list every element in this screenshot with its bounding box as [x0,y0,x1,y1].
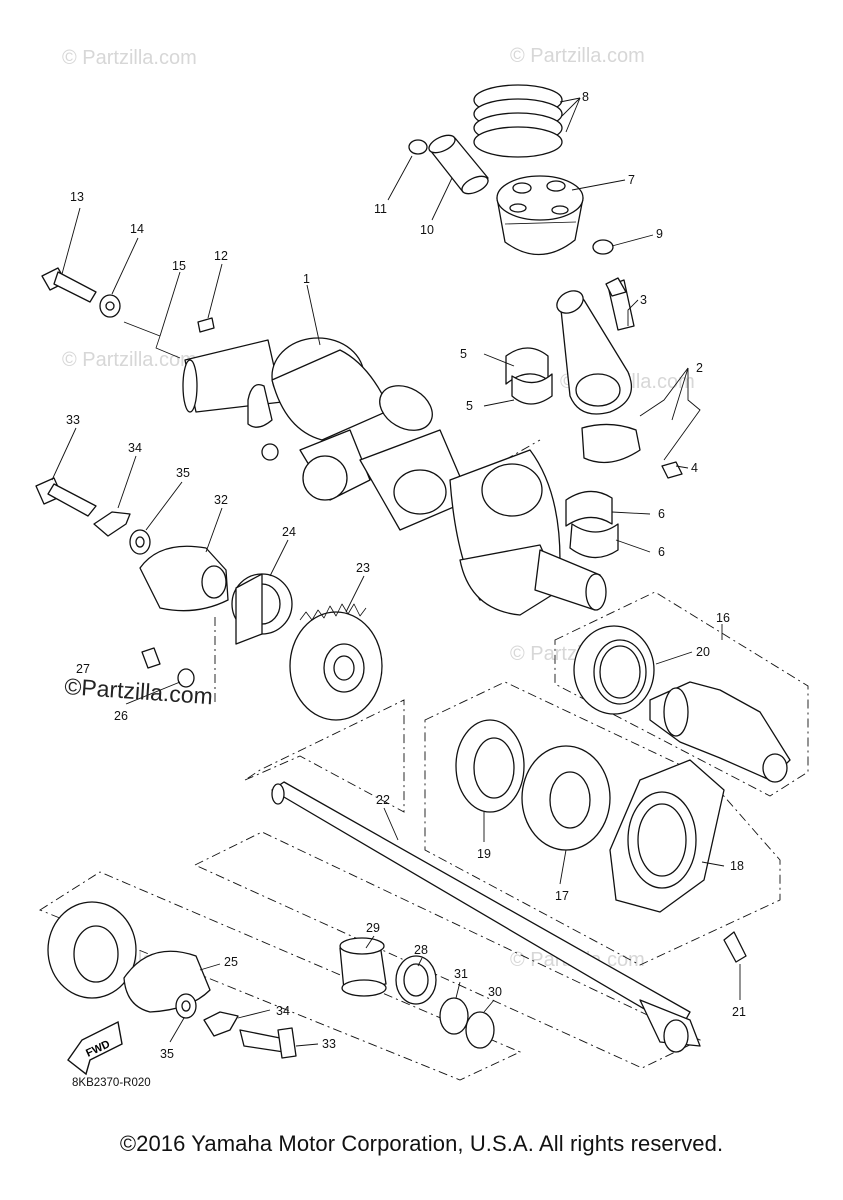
fwd-arrow-icon: FWD [67,1020,123,1076]
bolt-27[interactable] [141,647,161,669]
callout-19: 19 [477,847,491,861]
callout-24: 24 [282,525,296,539]
bolt-33-upper[interactable] [35,477,97,517]
drive-gear-23[interactable] [289,603,383,721]
lock-washer-34-upper[interactable] [93,511,131,537]
bolt-21[interactable] [723,931,747,963]
washer-26[interactable] [177,668,195,688]
bearing-24[interactable] [231,573,293,645]
callout-11: 11 [374,202,387,216]
rod-bolt-3[interactable] [605,277,635,331]
callout-35: 35 [160,1047,174,1061]
callout-31: 31 [454,967,468,981]
callout-2: 2 [696,361,703,375]
callout-23: 23 [356,561,370,575]
callout-26: 26 [114,709,128,723]
callout-34: 34 [276,1004,290,1018]
oil-seal-19[interactable] [455,719,525,813]
callout-25: 25 [224,955,238,969]
callout-16: 16 [716,611,730,625]
callout-10: 10 [420,223,434,237]
connecting-rod[interactable] [553,286,641,464]
bearing-17[interactable] [521,745,611,851]
main-bearing-6[interactable] [565,490,619,559]
balancer-weight-32[interactable] [139,545,229,612]
washer-14[interactable] [99,294,121,318]
callout-30: 30 [488,985,502,999]
callout-27: 27 [76,662,90,676]
callout-22: 22 [376,793,390,807]
needle-bearing-28[interactable] [395,955,437,1005]
callout-14: 14 [130,222,144,236]
callout-18: 18 [730,859,744,873]
lock-washer-34-lower[interactable] [203,1011,239,1037]
piston[interactable] [496,175,584,256]
copyright-notice: ©2016 Yamaha Motor Corporation, U.S.A. A… [119,1131,724,1156]
collar-29[interactable] [339,937,387,997]
gear-25[interactable] [47,901,211,1013]
bearing-housing-18[interactable] [609,759,725,913]
callout-33: 33 [322,1037,336,1051]
callout-34: 34 [128,441,142,455]
woodruff-key-12[interactable] [197,317,215,333]
washer-35-upper[interactable] [129,529,151,555]
collar-16[interactable] [649,681,791,783]
crankpin-bearing-5[interactable] [505,347,553,405]
callout-29: 29 [366,921,380,935]
callout-35: 35 [176,466,190,480]
oil-seal-20[interactable] [573,625,655,715]
callout-6: 6 [658,545,665,559]
callout-28: 28 [414,943,428,957]
callout-32: 32 [214,493,228,507]
callout-9: 9 [656,227,663,241]
callout-5: 5 [466,399,473,413]
rod-nut-4[interactable] [661,461,683,479]
circlip-31[interactable] [439,997,469,1035]
callout-21: 21 [732,1005,746,1019]
callout-20: 20 [696,645,710,659]
leader-lines [51,97,741,1047]
crank-bolt-13[interactable] [41,267,97,303]
callout-4: 4 [691,461,698,475]
washer-35-lower[interactable] [175,993,197,1019]
crankshaft[interactable] [182,337,607,616]
piston-pin-clip-9[interactable] [592,239,614,255]
callout-17: 17 [555,889,569,903]
watermark: © Partzilla.com [510,45,645,67]
watermark: © Partzilla.com [62,47,197,69]
callout-8: 8 [582,90,589,104]
diagram-code: 8KB2370-R020 [72,1077,151,1089]
callout-1: 1 [303,272,310,286]
watermark: © Partzilla.com [62,349,197,371]
callout-33: 33 [66,413,80,427]
piston-rings[interactable] [473,84,563,158]
ring-30[interactable] [465,1011,495,1049]
drive-shaft-22[interactable] [271,781,701,1053]
callout-3: 3 [640,293,647,307]
callout-6: 6 [658,507,665,521]
piston-pin-clip-11[interactable] [408,139,428,155]
key-15[interactable] [123,321,181,359]
callout-13: 13 [70,190,84,204]
callout-15: 15 [172,259,186,273]
bolt-33-lower[interactable] [239,1027,297,1059]
callout-12: 12 [214,249,228,263]
callout-7: 7 [628,173,635,187]
callout-5: 5 [460,347,467,361]
callout-labels: 1 2 3 4 5 5 6 6 7 8 9 10 11 12 13 14 15 … [66,90,746,1061]
